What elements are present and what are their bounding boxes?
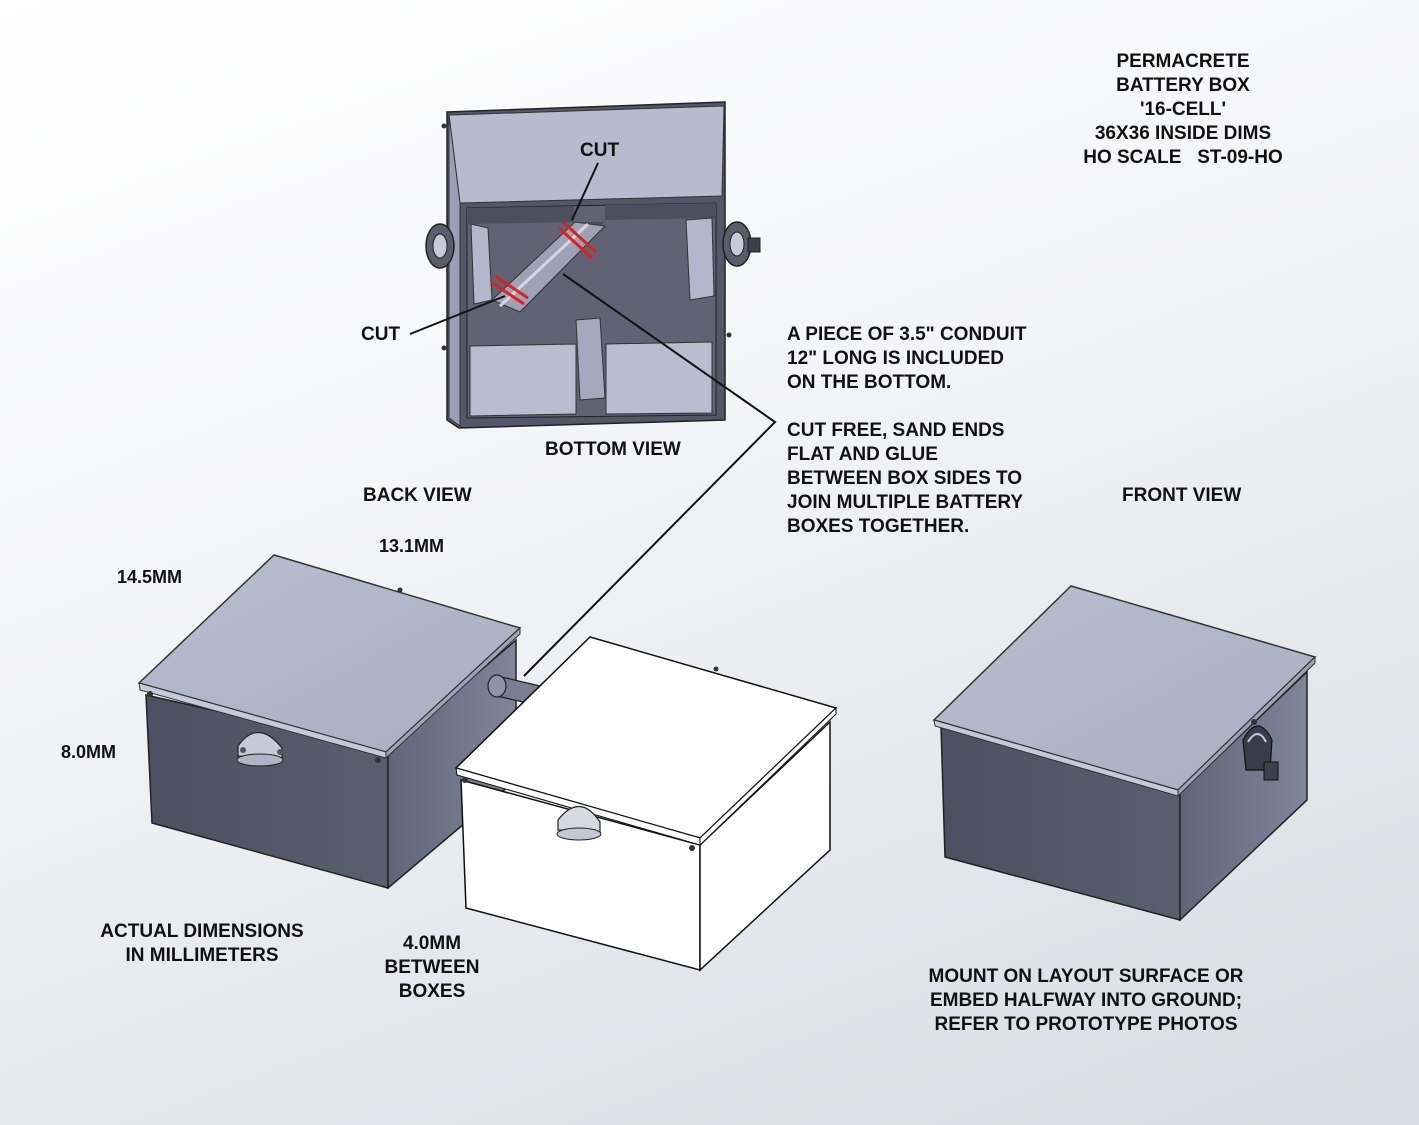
mount-note-line-2: EMBED HALFWAY INTO GROUND; xyxy=(929,990,1243,1011)
title-line-2: BATTERY BOX xyxy=(1116,75,1250,96)
units-note-line-2: IN MILLIMETERS xyxy=(125,945,279,966)
gap-dimension-line-1: 4.0MM xyxy=(402,933,462,954)
bottom-view-box xyxy=(425,101,761,429)
conduit-note-line-3: ON THE BOTTOM. xyxy=(787,372,952,393)
cut-leader-left xyxy=(409,295,506,335)
cut-label-left: CUT xyxy=(361,324,401,345)
conduit-note-line-7: JOIN MULTIPLE BATTERY xyxy=(787,492,1024,513)
units-note: ACTUAL DIMENSIONS IN MILLIMETERS xyxy=(86,920,318,968)
conduit-note-line-6: BETWEEN BOX SIDES TO xyxy=(787,468,1023,489)
gap-dimension: 4.0MM BETWEEN BOXES xyxy=(372,932,492,1004)
dimension-height: 8.0MM xyxy=(61,742,117,762)
cut-mark-upper xyxy=(557,220,598,260)
front-view-label: FRONT VIEW xyxy=(1122,485,1242,506)
title-line-3: '16-CELL' xyxy=(1139,99,1227,120)
mount-note-line-3: REFER TO PROTOTYPE PHOTOS xyxy=(934,1014,1238,1035)
cut-label-top: CUT xyxy=(580,140,620,161)
mount-note-line-1: MOUNT ON LAYOUT SURFACE OR xyxy=(928,966,1244,987)
conduit-note: A PIECE OF 3.5" CONDUIT 12" LONG IS INCL… xyxy=(787,323,1027,539)
conduit-leader-line xyxy=(523,273,777,677)
mount-note: MOUNT ON LAYOUT SURFACE OR EMBED HALFWAY… xyxy=(906,965,1266,1037)
cut-mark-lower xyxy=(490,274,529,306)
back-view-label: BACK VIEW xyxy=(363,485,472,506)
conduit-note-line-2: 12" LONG IS INCLUDED xyxy=(787,348,1004,369)
title-block: PERMACRETE BATTERY BOX '16-CELL' 36X36 I… xyxy=(1062,50,1304,170)
conduit-note-line-5: FLAT AND GLUE xyxy=(787,444,938,465)
cut-leader-top xyxy=(571,162,599,221)
dimension-width: 13.1MM xyxy=(379,536,445,556)
dimension-depth: 14.5MM xyxy=(117,567,183,587)
front-view-box xyxy=(932,585,1317,922)
title-line-5: HO SCALE ST-09-HO xyxy=(1083,147,1283,168)
back-view-box xyxy=(137,554,522,890)
bottom-view-label: BOTTOM VIEW xyxy=(545,439,681,460)
gap-dimension-line-2: BETWEEN xyxy=(384,957,480,978)
units-note-line-1: ACTUAL DIMENSIONS xyxy=(100,921,304,942)
conduit-note-line-4: CUT FREE, SAND ENDS xyxy=(787,420,1005,441)
conduit-note-line-8: BOXES TOGETHER. xyxy=(787,516,970,537)
gap-dimension-line-3: BOXES xyxy=(398,981,466,1002)
title-line-1: PERMACRETE xyxy=(1116,51,1250,72)
title-line-4: 36X36 INSIDE DIMS xyxy=(1094,123,1272,144)
second-box-outline xyxy=(454,636,838,972)
conduit-note-line-1: A PIECE OF 3.5" CONDUIT xyxy=(787,324,1027,345)
